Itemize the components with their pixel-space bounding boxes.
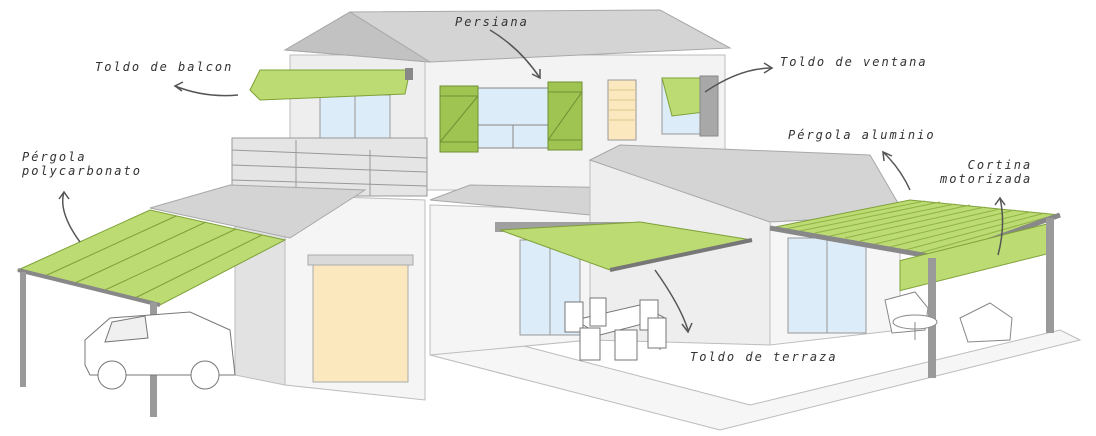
label-toldo-ventana: Toldo de ventana [780, 55, 928, 69]
arrow-toldo-balcon [175, 86, 238, 96]
garage-door [313, 262, 408, 382]
lounge-furniture [885, 292, 1012, 342]
car [85, 312, 235, 389]
label-pergola-polycarbonato: Pérgola polycarbonato [22, 150, 142, 178]
label-persiana: Persiana [455, 15, 529, 29]
arrow-pergola-polycarbonato [63, 192, 80, 242]
label-toldo-balcon: Toldo de balcon [95, 60, 233, 74]
label-pergola-aluminio: Pérgola aluminio [788, 128, 936, 142]
label-toldo-terraza: Toldo de terraza [690, 350, 838, 364]
label-cortina-motorizada: Cortina motorizada [940, 158, 1032, 186]
